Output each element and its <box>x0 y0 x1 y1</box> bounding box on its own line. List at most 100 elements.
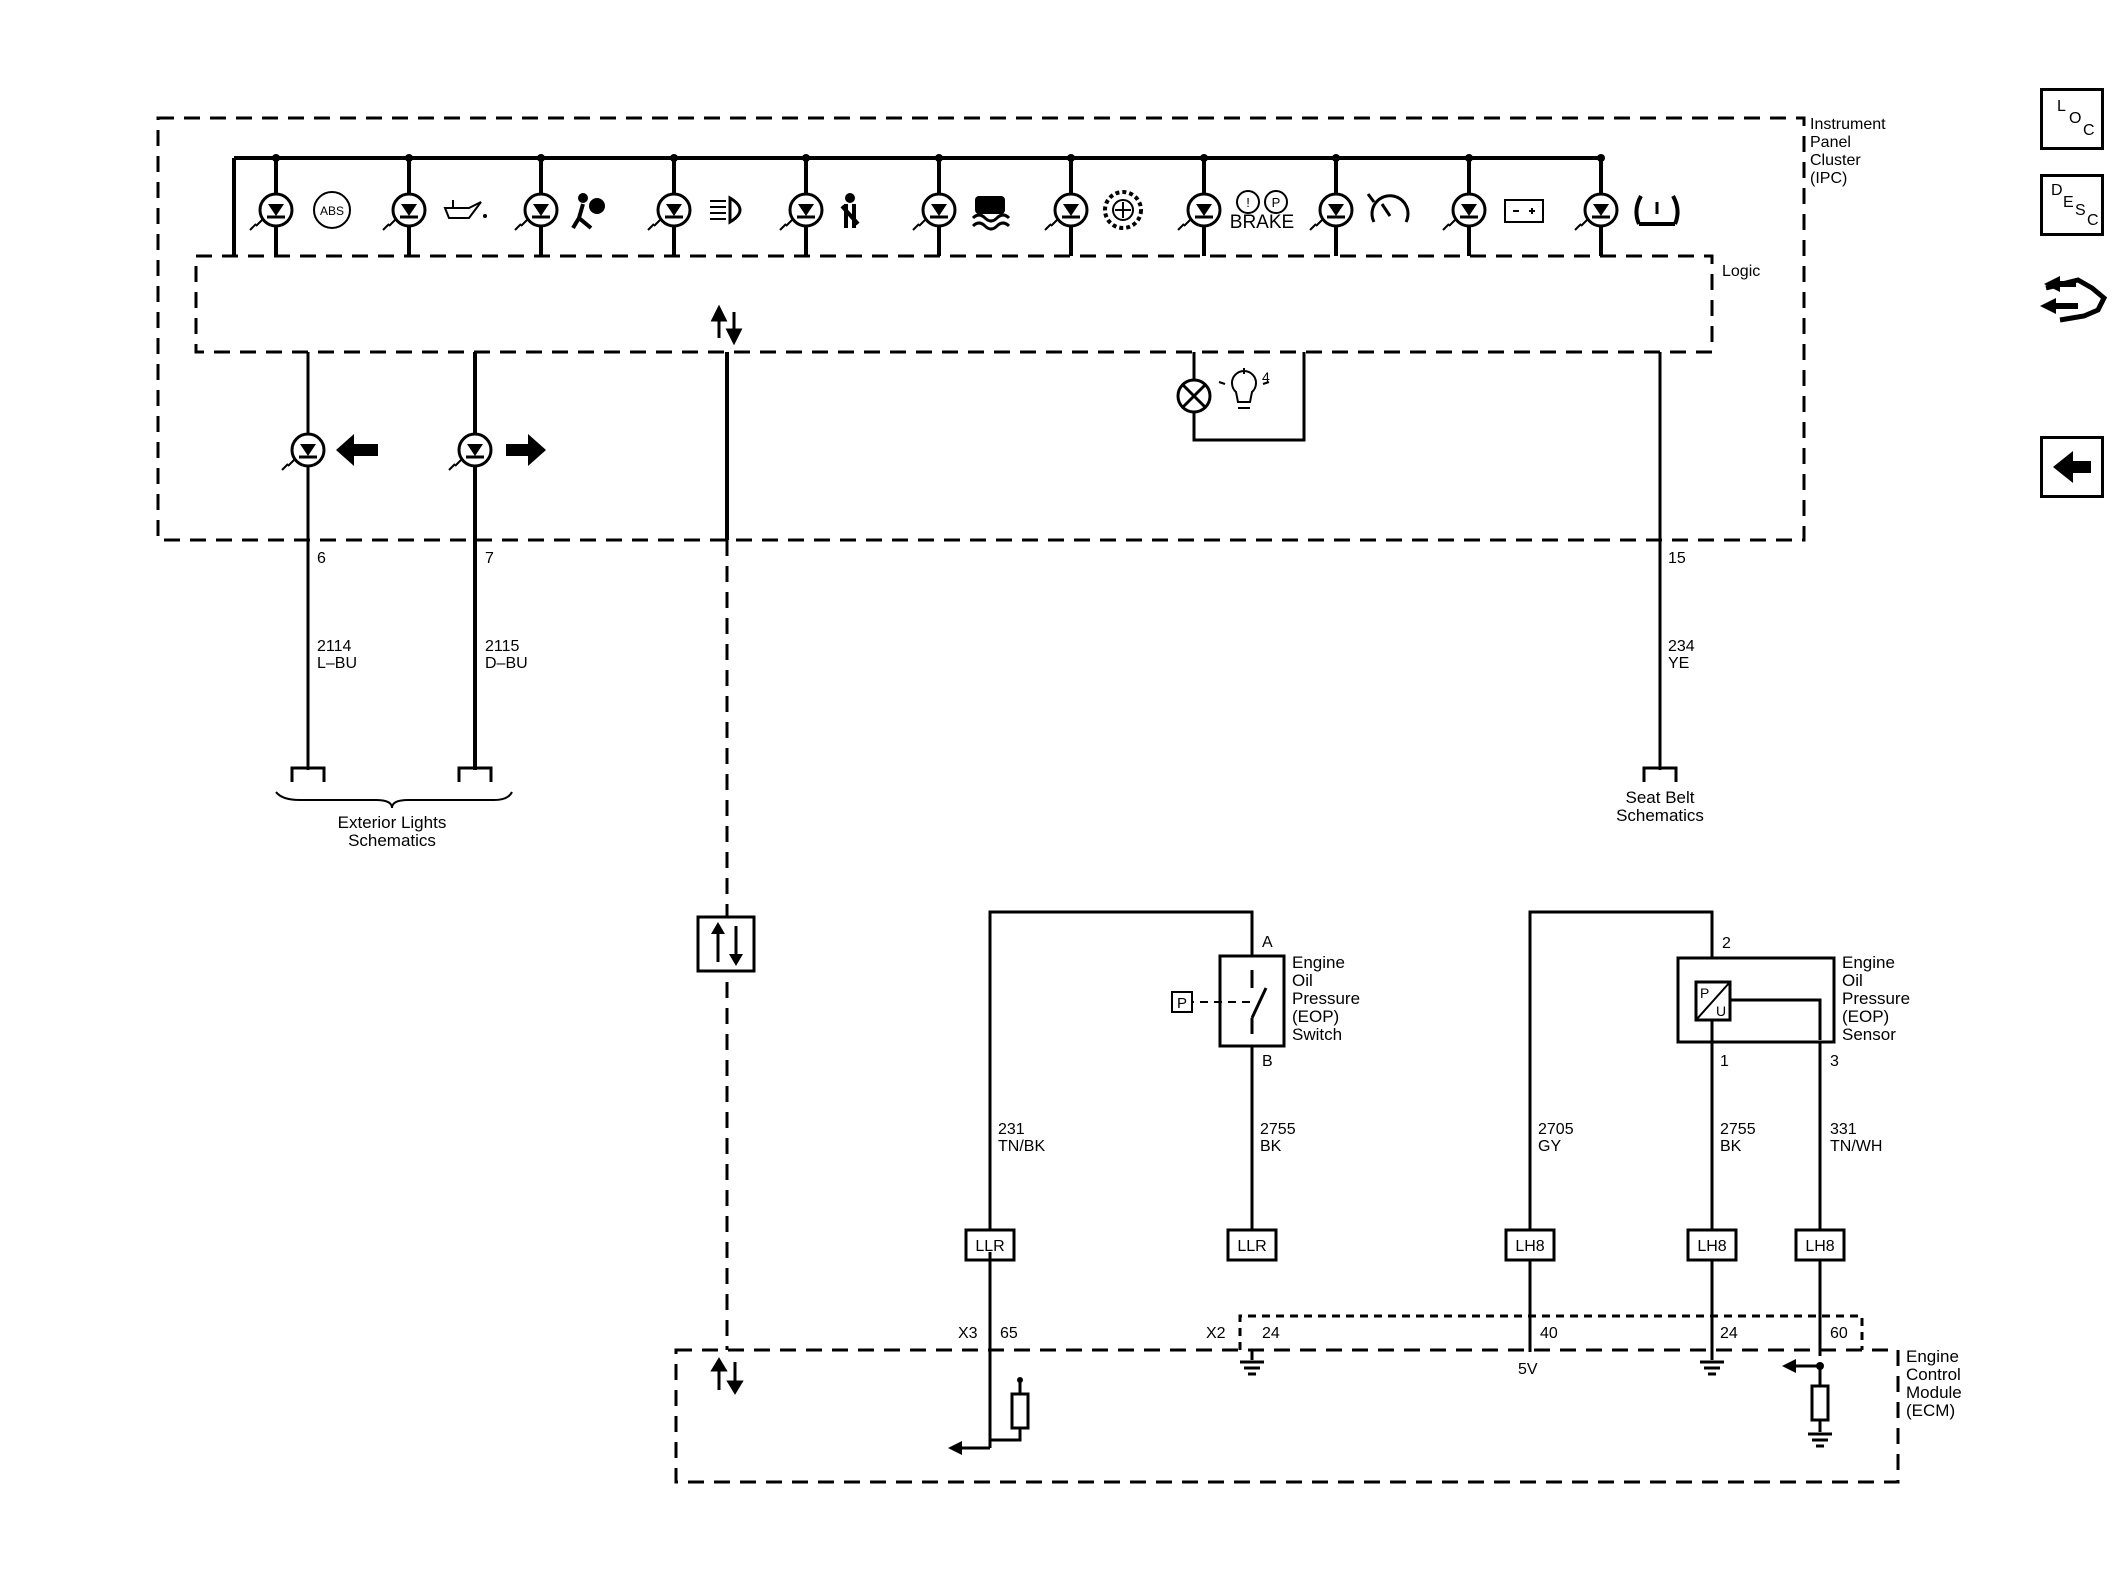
option-code-box: LH8 <box>1686 1228 1738 1262</box>
svg-text:TN/BK: TN/BK <box>998 1138 1045 1155</box>
svg-text:P: P <box>1272 195 1281 210</box>
back-button[interactable] <box>2040 436 2104 498</box>
ground-symbols <box>1240 1350 1832 1448</box>
description-button[interactable]: D E S C <box>2040 174 2104 236</box>
desc-letter-s: S <box>2075 202 2086 219</box>
ground-icon <box>1700 1360 1724 1376</box>
left-turn-arrow-icon <box>336 434 378 466</box>
svg-text:L–BU: L–BU <box>317 655 357 672</box>
ecm-module: Engine Control Module (ECM) X3 65 X2 24 … <box>674 1252 1962 1484</box>
svg-text:Sensor: Sensor <box>1842 1025 1896 1044</box>
svg-text:Exterior Lights: Exterior Lights <box>338 813 447 832</box>
indicator-led <box>382 192 427 231</box>
svg-text:P: P <box>1177 995 1187 1012</box>
pulldown-resistor <box>1810 1384 1830 1422</box>
svg-text:ABS: ABS <box>320 204 344 218</box>
desc-letter-e: E <box>2063 194 2074 211</box>
svg-text:6: 6 <box>317 550 326 567</box>
option-code-label: LLR <box>1237 1238 1266 1255</box>
svg-text:2755: 2755 <box>1720 1121 1756 1138</box>
svg-text:2115: 2115 <box>485 638 520 655</box>
svg-text:(EOP): (EOP) <box>1842 1007 1889 1026</box>
svg-text:U: U <box>1716 1003 1726 1019</box>
ground-icon <box>1240 1360 1264 1376</box>
eop-sensor-circuit: P U 2 1 3 Engine Oil Pressure (EOP) Sens… <box>1528 910 1910 1360</box>
svg-text:BK: BK <box>1260 1138 1282 1155</box>
option-code-box: LH8 <box>1794 1228 1846 1262</box>
desc-letter-c: C <box>2087 212 2099 229</box>
svg-text:B: B <box>1262 1053 1273 1070</box>
indicator-led <box>1309 192 1354 231</box>
option-code-label: LH8 <box>1515 1238 1544 1255</box>
option-code-label: LH8 <box>1805 1238 1834 1255</box>
svg-text:2: 2 <box>1722 935 1731 952</box>
seatbelt-icon <box>840 193 860 228</box>
loc-letter-l: L <box>2057 98 2066 115</box>
svg-text:(IPC): (IPC) <box>1810 170 1847 187</box>
svg-text:2705: 2705 <box>1538 1121 1574 1138</box>
connector-view-button[interactable] <box>2038 258 2110 334</box>
eop-sensor <box>1676 956 1836 1044</box>
svg-text:BRAKE: BRAKE <box>1230 212 1294 233</box>
loc-letter-o: O <box>2069 110 2082 127</box>
svg-text:1: 1 <box>1720 1053 1729 1070</box>
loc-letter-c: C <box>2083 122 2095 139</box>
svg-text:40: 40 <box>1540 1325 1558 1342</box>
svg-text:2755: 2755 <box>1260 1121 1296 1138</box>
turn-indicator-leds <box>281 432 493 471</box>
oil-can-icon <box>443 200 487 219</box>
ipc-pins: 6 7 15 <box>317 550 1686 567</box>
pullup-resistor <box>1010 1392 1030 1430</box>
logic-block <box>194 254 1714 354</box>
pressure-p-icon <box>1171 991 1193 1013</box>
bulb-count: 4 <box>1262 369 1270 385</box>
ecm-serial-data-icon <box>710 1357 744 1395</box>
svg-text:5V: 5V <box>1518 1361 1538 1378</box>
gear-icon <box>1103 190 1143 230</box>
option-code-box: LLR <box>1226 1228 1278 1262</box>
svg-text:60: 60 <box>1830 1325 1848 1342</box>
indicator-led <box>1044 192 1089 231</box>
svg-text:65: 65 <box>1000 1325 1018 1342</box>
eop-switch-circuit: P A B Engine Oil Pressure (EOP) Switch <box>988 910 1360 1252</box>
cruise-icon <box>1366 193 1410 223</box>
svg-text:331: 331 <box>1830 1121 1857 1138</box>
connector-hand-icon <box>2040 276 2108 323</box>
ground-icon <box>1808 1432 1832 1448</box>
seat-belt-ref: Seat Belt Schematics <box>1616 766 1704 825</box>
airbag-icon <box>571 193 605 230</box>
high-beam-icon <box>710 195 742 225</box>
right-turn-arrow-icon <box>506 434 546 466</box>
svg-text:!: ! <box>1246 195 1250 210</box>
indicator-led <box>647 192 692 231</box>
ipc-module: Instrument Panel Cluster (IPC) Logic ABS… <box>156 116 1886 770</box>
svg-text:24: 24 <box>1262 1325 1280 1342</box>
left-turn-led <box>281 432 326 471</box>
svg-text:A: A <box>1262 934 1273 951</box>
desc-letter-d: D <box>2051 182 2063 199</box>
location-button[interactable]: L O C <box>2040 88 2104 150</box>
option-code-label: LH8 <box>1697 1238 1726 1255</box>
svg-text:Schematics: Schematics <box>348 831 436 850</box>
indicator-led <box>249 192 294 231</box>
logic-label: Logic <box>1722 263 1760 280</box>
svg-text:GY: GY <box>1538 1138 1561 1155</box>
svg-text:Engine: Engine <box>1906 1347 1959 1366</box>
option-code-box: LH8 <box>1504 1228 1556 1262</box>
indicator-led-row: ABS! P BRAKE <box>249 154 1680 256</box>
option-code-label: LLR <box>975 1238 1004 1255</box>
svg-text:YE: YE <box>1668 655 1689 672</box>
svg-text:Seat Belt: Seat Belt <box>1626 788 1695 807</box>
indicator-led <box>1177 192 1222 231</box>
svg-text:2114: 2114 <box>317 638 352 655</box>
svg-text:Oil: Oil <box>1842 971 1863 990</box>
svg-text:(EOP): (EOP) <box>1292 1007 1339 1026</box>
wire-labels-upper: 2114 L–BU 2115 D–BU 234 YE <box>317 638 1695 672</box>
svg-text:Switch: Switch <box>1292 1025 1342 1044</box>
svg-text:Panel: Panel <box>1810 134 1851 151</box>
bulb-icon <box>1176 378 1212 414</box>
svg-text:BK: BK <box>1720 1138 1742 1155</box>
indicator-led <box>779 192 824 231</box>
svg-text:(ECM): (ECM) <box>1906 1401 1955 1420</box>
